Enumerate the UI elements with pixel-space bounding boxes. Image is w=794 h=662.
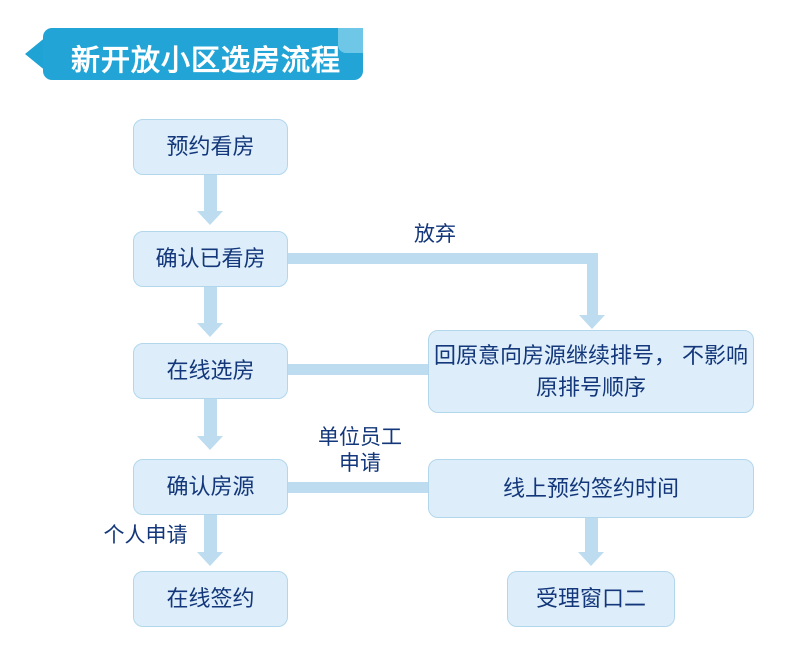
connector-n3-n4-arrowhead-icon [197,436,223,450]
node-return-to-original-queue[interactable]: 回原意向房源继续排号， 不影响原排号顺序 [428,330,754,413]
connector-n7-n8-line [585,518,598,552]
node-online-signing[interactable]: 在线签约 [133,571,288,627]
node-service-window-two[interactable]: 受理窗口二 [507,571,675,627]
connector-n2-n3-arrowhead-icon [197,323,223,337]
node-online-appointment-signing-time[interactable]: 线上预约签约时间 [428,459,754,518]
connector-n3-n4-line [204,399,217,436]
connector-n4-n5-line [204,513,217,552]
node-confirm-viewed[interactable]: 确认已看房 [133,231,288,287]
connector-n4-n5-arrowhead-icon [197,552,223,566]
node-confirm-house-source[interactable]: 确认房源 [133,459,288,515]
banner-arrow-tail-icon [25,36,47,72]
edge-label-personal-application: 个人申请 [103,524,188,547]
connector-n3-n6-horizontal [288,364,430,375]
title-banner: 新开放小区选房流程 [25,28,370,80]
connector-n2-n6-horizontal [288,253,598,264]
connector-n1-n2-arrowhead-icon [197,211,223,225]
connector-n4-n7-horizontal [288,482,430,493]
connector-n1-n2-line [204,175,217,211]
connector-n2-n6-arrowhead-icon [579,315,605,329]
node-book-viewing[interactable]: 预约看房 [133,119,288,175]
connector-n7-n8-arrowhead-icon [578,552,604,566]
page-title: 新开放小区选房流程 [71,45,342,77]
edge-label-give-up: 放弃 [414,223,456,246]
edge-label-unit-employee-application: 单位员工 申请 [318,426,402,475]
banner-fold-corner-icon [338,28,363,53]
banner-body [43,28,363,80]
node-online-select-house[interactable]: 在线选房 [133,343,288,399]
connector-n2-n3-line [204,287,217,323]
connector-n2-n6-vertical [587,253,598,315]
